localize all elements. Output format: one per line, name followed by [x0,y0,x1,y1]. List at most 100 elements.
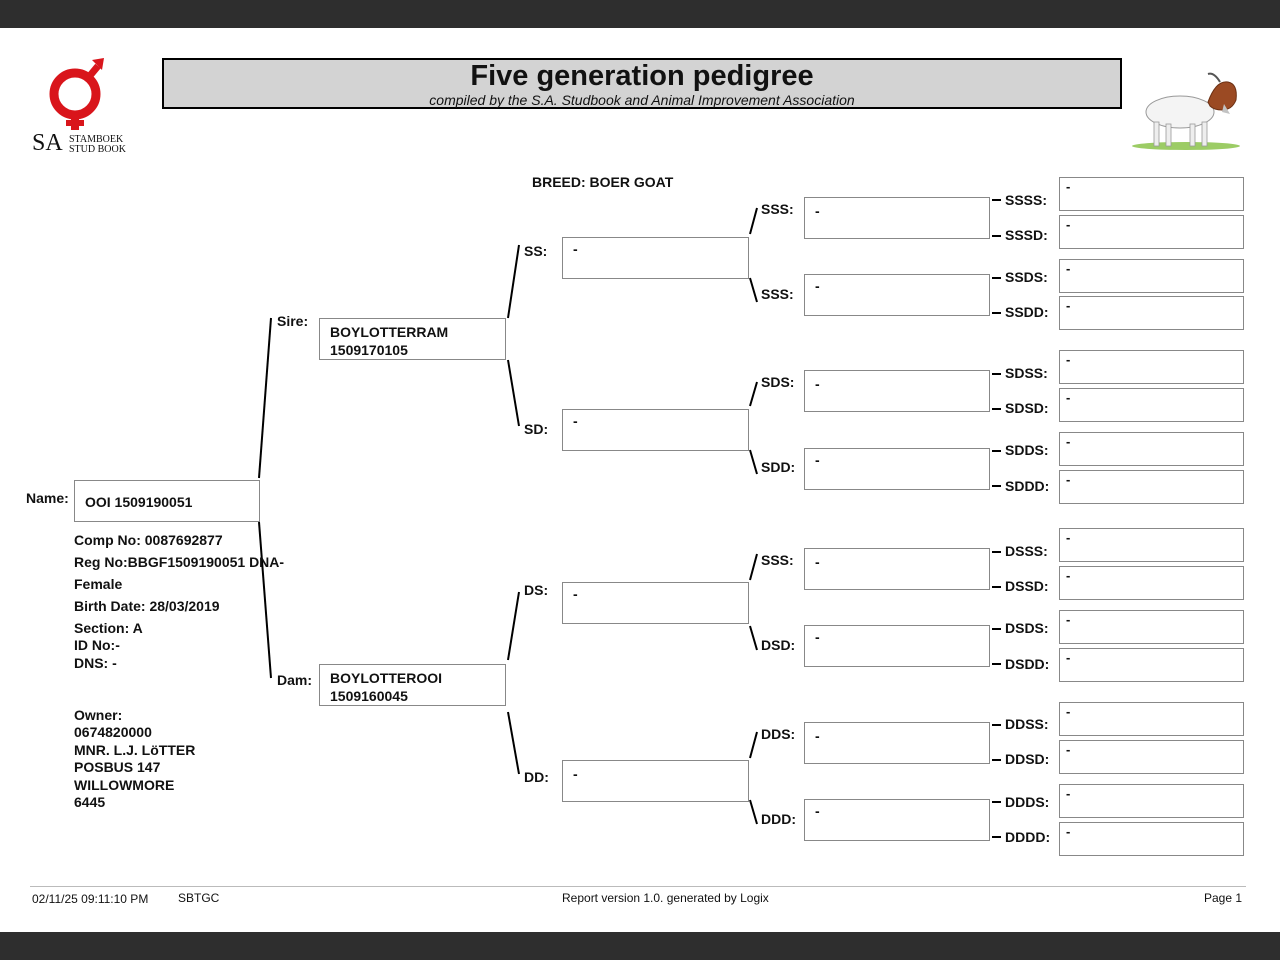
gen3-label-sd: SD: [524,421,549,437]
gen5-box-14: - [1059,740,1244,774]
gen5-value-8: - [1066,472,1071,487]
gen5-value-16: - [1066,824,1071,839]
gen4-label-5: SSS: [761,552,794,568]
gen4-value-5: - [815,554,820,570]
gen5-value-15: - [1066,786,1071,801]
gen4-value-1: - [815,203,820,219]
gen4-box-2: - [804,274,990,316]
gen5-value-7: - [1066,434,1071,449]
reg-no: Reg No:BBGF1509190051 DNA- [74,554,285,570]
gen5-value-2: - [1066,217,1071,232]
gen5-box-7: - [1059,432,1244,466]
gen5-label-6: SDSD: [1005,400,1049,416]
gen5-value-12: - [1066,650,1071,665]
sire-name: BOYLOTTERRAM [330,324,449,340]
gen5-box-5: - [1059,350,1244,384]
gen5-value-5: - [1066,352,1071,367]
logo-stamboek-text: STAMBOEK [69,134,124,145]
gen5-value-1: - [1066,179,1071,194]
gen5-box-9: - [1059,528,1244,562]
dam-reg: 1509160045 [330,688,408,704]
gen4-box-3: - [804,370,990,412]
owner-address: POSBUS 147 [74,759,161,775]
sex: Female [74,576,123,592]
gen5-label-15: DDDS: [1005,794,1050,810]
gen5-label-5: SDSS: [1005,365,1048,381]
gen5-label-10: DSSD: [1005,578,1049,594]
page-title: Five generation pedigree [470,60,814,92]
gen3-box-dd: - [562,760,749,802]
gen5-value-11: - [1066,612,1071,627]
gen3-box-ds: - [562,582,749,624]
gen4-label-3: SDS: [761,374,795,390]
gen5-value-9: - [1066,530,1071,545]
gen4-label-2: SSS: [761,286,794,302]
gen5-value-3: - [1066,261,1071,276]
dns: DNS: - [74,655,117,671]
gen3-box-sd: - [562,409,749,451]
gen5-label-16: DDDD: [1005,829,1051,845]
gen4-value-8: - [815,803,820,819]
gen5-box-3: - [1059,259,1244,293]
gen5-label-13: DDSS: [1005,716,1049,732]
dam-name: BOYLOTTEROOI [330,670,442,686]
owner-label: Owner: [74,707,123,723]
gen4-label-7: DDS: [761,726,796,742]
gen5-value-6: - [1066,390,1071,405]
gen5-label-4: SSDD: [1005,304,1049,320]
footer-code: SBTGC [178,891,220,905]
gen4-label-6: DSD: [761,637,796,653]
owner-town: WILLOWMORE [74,777,175,793]
sire-label: Sire: [277,313,309,329]
sire-box: BOYLOTTERRAM 1509170105 [319,318,506,360]
gen4-value-7: - [815,728,820,744]
gen4-value-6: - [815,629,820,645]
gen5-box-13: - [1059,702,1244,736]
footer-report-version: Report version 1.0. generated by Logix [562,891,769,905]
gen4-value-4: - [815,452,820,468]
sire-reg: 1509170105 [330,342,408,358]
gen4-label-4: SDD: [761,459,796,475]
gen3-label-ss: SS: [524,243,548,259]
gen5-box-6: - [1059,388,1244,422]
birth-date: Birth Date: 28/03/2019 [74,598,220,614]
page-subtitle: compiled by the S.A. Studbook and Animal… [429,92,855,108]
gen5-label-14: DDSD: [1005,751,1050,767]
gen5-box-2: - [1059,215,1244,249]
gen3-box-ss: - [562,237,749,279]
gen5-box-4: - [1059,296,1244,330]
gen4-value-3: - [815,376,820,392]
title-banner: Five generation pedigree compiled by the… [162,58,1122,109]
gen5-label-12: DSDD: [1005,656,1050,672]
gen3-label-ds: DS: [524,582,549,598]
animal-name-box: OOI 1509190051 [74,480,260,522]
gen5-box-15: - [1059,784,1244,818]
gen5-label-11: DSDS: [1005,620,1049,636]
gen5-value-14: - [1066,742,1071,757]
gen5-box-8: - [1059,470,1244,504]
name-label: Name: [26,490,69,506]
gen5-value-4: - [1066,298,1071,313]
gen5-box-12: - [1059,648,1244,682]
comp-no: Comp No: 0087692877 [74,532,223,548]
gen5-value-13: - [1066,704,1071,719]
gen4-label-1: SSS: [761,201,794,217]
gen4-value-2: - [815,278,820,294]
section: Section: A [74,620,143,636]
footer-divider [30,886,1246,887]
dam-box: BOYLOTTEROOI 1509160045 [319,664,506,706]
gen5-label-1: SSSS: [1005,192,1048,208]
boer-goat-image [1128,66,1244,152]
animal-name: OOI 1509190051 [85,494,193,510]
owner-name: MNR. L.J. LöTTER [74,742,196,758]
gen5-box-16: - [1059,822,1244,856]
gen3-value-ss: - [573,241,578,257]
gen5-label-9: DSSS: [1005,543,1048,559]
dam-label: Dam: [277,672,313,688]
gen3-value-dd: - [573,766,578,782]
gen3-label-dd: DD: [524,769,549,785]
footer-page-number: Page 1 [1204,891,1243,905]
logo-sa-text: SA [32,130,63,156]
gen4-box-5: - [804,548,990,590]
owner-postcode: 6445 [74,794,106,810]
